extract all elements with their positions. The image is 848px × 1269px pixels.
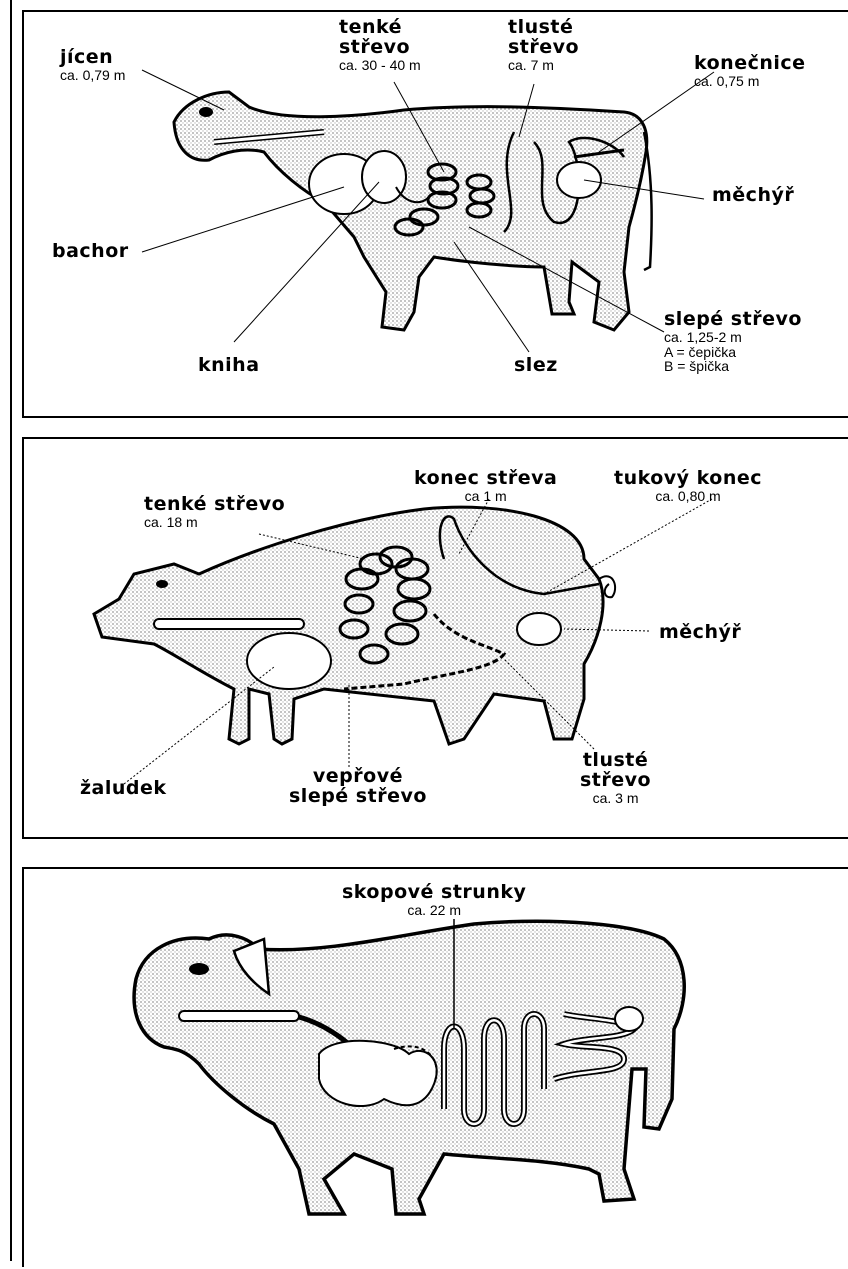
sheep-esophagus-shape [179, 1011, 299, 1021]
cow-large-intestine-label: tlusté střevo ca. 7 m [508, 18, 579, 73]
pig-rectum-label: konec střeva ca 1 m [414, 469, 557, 504]
cow-caecum-label: slepé střevo ca. 1,25-2 m A = čepička B … [664, 310, 802, 374]
cow-large-intestine-length: ca. 7 m [508, 58, 579, 73]
cow-omasum-shape [362, 151, 406, 203]
sheep-casings-label: skopové strunky ca. 22 m [342, 883, 526, 918]
cow-rumen-name: bachor [52, 242, 129, 262]
pig-small-intestine-label: tenké střevo ca. 18 m [144, 495, 285, 530]
pig-fatend-label: tukový konec ca. 0,80 m [614, 469, 762, 504]
cow-small-intestine-length: ca. 30 - 40 m [339, 58, 421, 73]
cow-bladder-shape [557, 162, 601, 198]
cow-large-intestine-name-2: střevo [508, 38, 579, 58]
cow-small-intestine-name-1: tenké [339, 18, 421, 38]
cow-small-intestine-name-2: střevo [339, 38, 421, 58]
sheep-bladder-shape [615, 1007, 643, 1031]
cow-abomasum-name: slez [514, 356, 558, 376]
pig-caecum-name-2: slepé střevo [289, 787, 427, 807]
cow-rectum-length: ca. 0,75 m [694, 74, 806, 89]
sheep-illustration [24, 869, 848, 1269]
cow-caecum-length: ca. 1,25-2 m [664, 330, 802, 345]
cow-caecum-note-b: B = špička [664, 359, 802, 374]
sheep-casings-length: ca. 22 m [342, 903, 526, 918]
cow-bladder-name: měchýř [712, 186, 794, 206]
cow-eye [199, 107, 213, 117]
pig-stomach-name: žaludek [80, 779, 167, 799]
pig-small-intestine-length: ca. 18 m [144, 515, 285, 530]
cow-esophagus-name: jícen [60, 48, 125, 68]
pig-colon-label: tlusté střevo ca. 3 m [580, 751, 651, 806]
pig-fatend-length: ca. 0,80 m [614, 489, 762, 504]
pig-small-intestine-name: tenké střevo [144, 495, 285, 515]
sheep-eye [189, 963, 209, 975]
pig-colon-name-1: tlusté [580, 751, 651, 771]
pig-stomach-shape [247, 633, 331, 689]
cow-body-outline [174, 92, 647, 330]
pig-caecum-name-1: vepřové [289, 767, 427, 787]
pig-colon-length: ca. 3 m [580, 791, 651, 806]
pig-fatend-name: tukový konec [614, 469, 762, 489]
cow-panel: jícen ca. 0,79 m tenké střevo ca. 30 - 4… [22, 10, 848, 418]
cow-rectum-name: konečnice [694, 54, 806, 74]
pig-colon-name-2: střevo [580, 771, 651, 791]
cow-esophagus-length: ca. 0,79 m [60, 68, 125, 83]
pig-rectum-name: konec střeva [414, 469, 557, 489]
cow-small-intestine-label: tenké střevo ca. 30 - 40 m [339, 18, 421, 73]
sheep-panel: skopové strunky ca. 22 m [22, 867, 848, 1267]
cow-omasum-name: kniha [198, 356, 260, 376]
cow-esophagus-label: jícen ca. 0,79 m [60, 48, 125, 83]
pig-panel: tenké střevo ca. 18 m konec střeva ca 1 … [22, 437, 848, 839]
sheep-casings-name: skopové strunky [342, 883, 526, 903]
pig-bladder-name: měchýř [659, 623, 741, 643]
pig-esophagus-shape [154, 619, 304, 629]
sheep-stomach-shape [319, 1041, 437, 1106]
cow-caecum-name: slepé střevo [664, 310, 802, 330]
page-left-border [10, 0, 12, 1261]
pig-eye [156, 580, 168, 588]
cow-rectum-label: konečnice ca. 0,75 m [694, 54, 806, 89]
cow-caecum-note-a: A = čepička [664, 345, 802, 360]
pig-caecum-label: vepřové slepé střevo [289, 767, 427, 807]
cow-large-intestine-name-1: tlusté [508, 18, 579, 38]
pig-rectum-length: ca 1 m [414, 489, 557, 504]
pig-bladder-shape [517, 613, 561, 645]
